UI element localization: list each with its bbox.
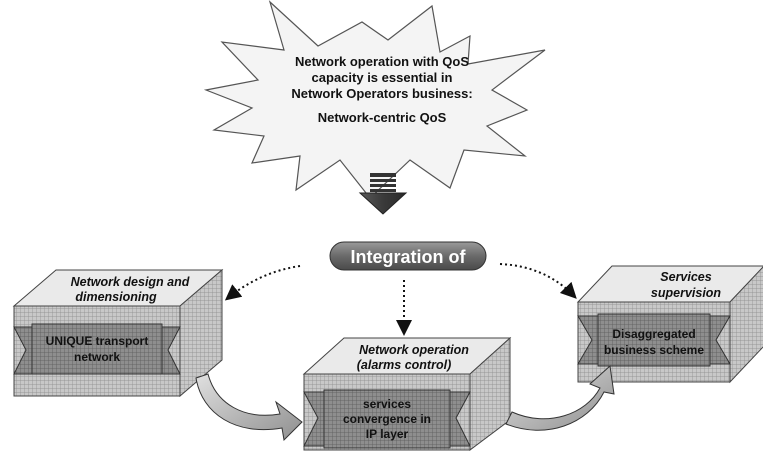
banner-center: services convergence in IP layer xyxy=(303,389,471,449)
headline-line-3: Network Operators business: xyxy=(291,86,472,101)
banner-right: Disaggregated business scheme xyxy=(577,313,731,367)
integration-label-pill: Integration of xyxy=(329,241,487,271)
box-right-title-1: Services xyxy=(660,270,711,284)
box-services-supervision: Services supervision Disaggregated busin… xyxy=(576,265,763,384)
banner-center-line-2: convergence in xyxy=(343,412,431,426)
headline-starburst: Network operation with QoS capacity is e… xyxy=(203,0,546,199)
headline-line-1: Network operation with QoS xyxy=(295,54,469,69)
dotted-arrow-to-left xyxy=(224,265,301,301)
box-network-design: Network design and dimensioning UNIQUE t… xyxy=(12,268,224,398)
banner-right-line-1: Disaggregated xyxy=(612,327,695,341)
curved-arrow-center-to-right-icon xyxy=(505,365,615,431)
box-center-title-1: Network operation xyxy=(359,343,469,357)
down-arrow-icon xyxy=(358,173,408,215)
box-left-title-1: Network design and xyxy=(71,275,190,289)
banner-left-line-2: network xyxy=(74,350,120,364)
banner-center-line-3: IP layer xyxy=(366,427,409,441)
curved-arrow-left-to-center-icon xyxy=(195,373,303,442)
integration-label: Integration of xyxy=(351,247,467,267)
banner-left: UNIQUE transport network xyxy=(13,323,181,375)
box-left-title-2: dimensioning xyxy=(75,290,157,304)
banner-left-line-1: UNIQUE transport xyxy=(46,334,149,348)
box-center-title-2: (alarms control) xyxy=(357,358,451,372)
dotted-arrow-to-right xyxy=(499,263,577,299)
box-right-title-2: supervision xyxy=(651,286,722,300)
headline-line-2: capacity is essential in xyxy=(312,70,453,85)
headline-line-4: Network-centric QoS xyxy=(318,110,447,125)
starburst-shape xyxy=(203,0,546,199)
banner-right-line-2: business scheme xyxy=(604,343,704,357)
banner-center-line-1: services xyxy=(363,397,411,411)
box-network-operation: Network operation (alarms control) servi… xyxy=(302,336,512,451)
